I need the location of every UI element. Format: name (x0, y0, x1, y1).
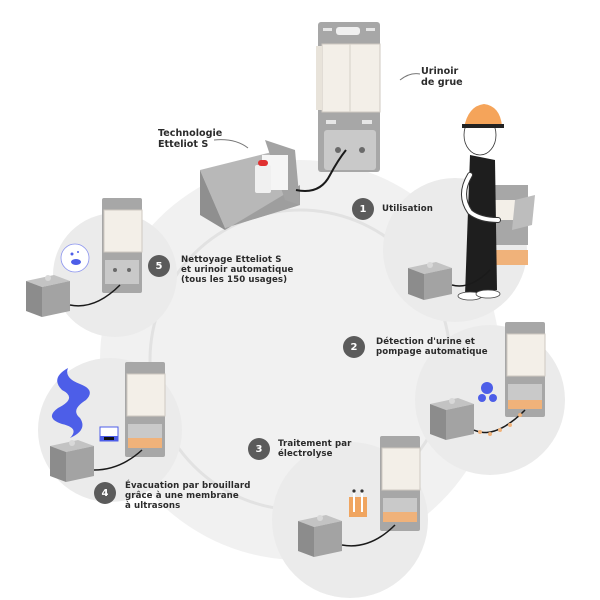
ultrasonic-membrane-icon (99, 426, 119, 442)
step-4-badge: 4 (94, 482, 116, 504)
step-3-badge: 3 (248, 438, 270, 460)
cleaning-icon (60, 243, 90, 273)
step-2-label: Détection d'urine et pompage automatique (376, 337, 488, 357)
gears-icon (478, 382, 497, 402)
step-5-badge: 5 (148, 255, 170, 277)
step-3-label: Traitement par électrolyse (278, 439, 352, 459)
technology-callout-line (213, 139, 249, 149)
hard-hat-icon (464, 104, 502, 128)
step-4-label: Évacuation par brouillard grâce à une me… (125, 481, 251, 511)
step1-tank (408, 262, 452, 300)
urinal-callout-line (399, 73, 421, 81)
etteliot-s-box-illustration (200, 140, 347, 230)
step-5-label: Nettoyage Etteliot S et urinoir automati… (181, 255, 294, 285)
callout-technology: Technologie Etteliot S (158, 128, 223, 150)
electrolysis-icon (349, 489, 367, 517)
step2-illustration (430, 322, 546, 440)
step-1-badge: 1 (352, 198, 374, 220)
main-urinal-illustration (316, 22, 381, 172)
step5-illustration (26, 198, 143, 317)
step3-illustration (298, 436, 421, 557)
step1-illustration (408, 104, 535, 301)
step-2-badge: 2 (343, 336, 365, 358)
step-1-label: Utilisation (382, 204, 434, 214)
worker-body (465, 155, 497, 295)
mist-icon (51, 368, 90, 438)
callout-urinal: Urinoir de grue (421, 66, 463, 88)
step4-illustration (50, 362, 166, 482)
